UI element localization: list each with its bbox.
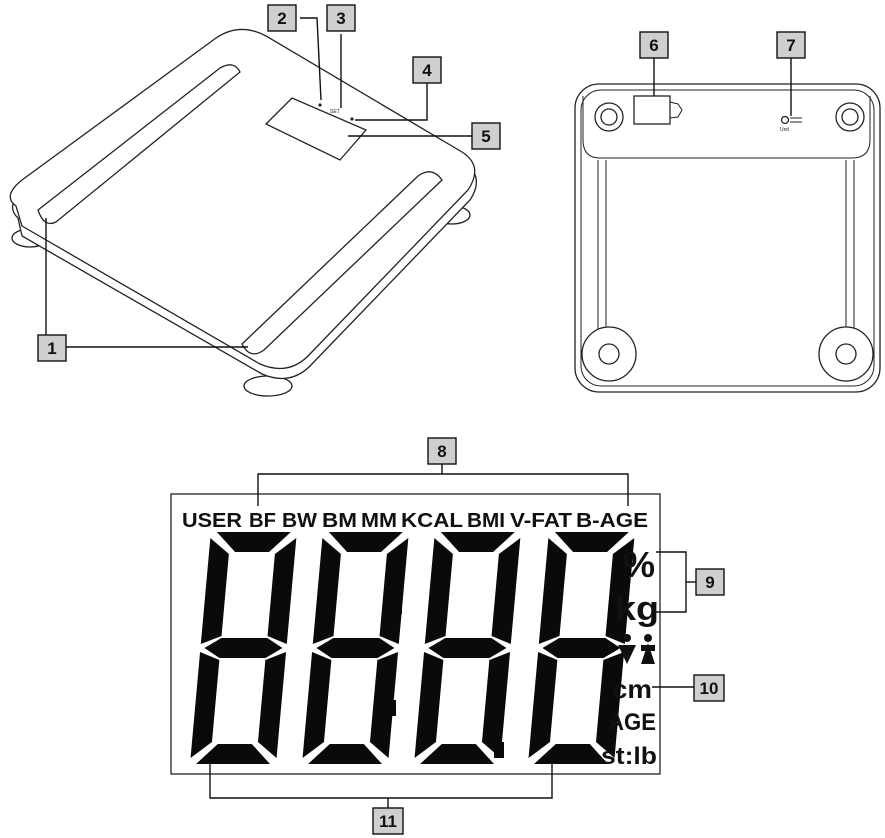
leader-line-4 bbox=[355, 82, 428, 121]
svg-text:4: 4 bbox=[422, 61, 432, 80]
callout-9: 9 bbox=[695, 568, 725, 596]
callout-6: 6 bbox=[639, 31, 669, 59]
unit-label: Unit bbox=[780, 127, 790, 133]
svg-text:2: 2 bbox=[277, 9, 286, 28]
segment-b bbox=[267, 538, 297, 644]
leader-line-2 bbox=[300, 17, 322, 101]
segment-a bbox=[328, 532, 403, 552]
unit-percent: % bbox=[623, 544, 655, 585]
segment-c bbox=[595, 652, 625, 758]
electrode-left-top bbox=[37, 64, 241, 225]
unit-switch-icon bbox=[780, 115, 790, 125]
svg-text:11: 11 bbox=[379, 812, 397, 831]
segment-e bbox=[414, 652, 444, 758]
button-dot bbox=[350, 117, 354, 121]
segment-a bbox=[554, 532, 629, 552]
callout-5: 5 bbox=[471, 122, 501, 150]
callout-7: 7 bbox=[776, 31, 806, 59]
lcd-mode-labels: USER BF BW BM MM KCAL BMI V-FAT B-AGE bbox=[182, 510, 648, 532]
svg-text:1: 1 bbox=[47, 339, 56, 358]
segment-c bbox=[257, 652, 287, 758]
svg-text:8: 8 bbox=[437, 442, 446, 461]
scale-base-inner bbox=[580, 89, 875, 387]
colon-dot-upper bbox=[392, 598, 402, 614]
segment-f bbox=[312, 538, 341, 644]
svg-text:7: 7 bbox=[786, 36, 795, 55]
bracket-11 bbox=[209, 764, 553, 799]
segment-e bbox=[302, 652, 332, 758]
segment-a bbox=[216, 532, 291, 552]
segment-a bbox=[440, 532, 515, 552]
segment-d bbox=[420, 744, 494, 764]
mode-kcal: KCAL bbox=[401, 510, 463, 532]
callout-11: 11 bbox=[372, 807, 404, 835]
decimal-point bbox=[494, 742, 504, 758]
svg-text:6: 6 bbox=[649, 36, 658, 55]
set-label: SET bbox=[330, 109, 340, 115]
mode-bmi: BMI bbox=[467, 510, 505, 532]
colon-dot-lower bbox=[386, 700, 396, 716]
callout-10: 10 bbox=[693, 674, 725, 702]
svg-text:9: 9 bbox=[705, 573, 714, 592]
mode-bage: B-AGE bbox=[576, 510, 648, 532]
segment-f bbox=[424, 538, 453, 644]
segment-d bbox=[308, 744, 382, 764]
unit-kg: kg bbox=[615, 590, 659, 628]
display-window bbox=[264, 97, 368, 161]
callout-8: 8 bbox=[427, 437, 457, 465]
segment-g bbox=[542, 638, 621, 658]
mode-bf: BF bbox=[249, 510, 276, 532]
segment-d bbox=[534, 744, 608, 764]
battery-band bbox=[582, 96, 871, 159]
male-female-icon bbox=[618, 634, 655, 664]
segment-b bbox=[491, 538, 521, 644]
button-dot bbox=[318, 103, 322, 107]
segment-b bbox=[605, 538, 635, 644]
electrode-right-bottom bbox=[241, 171, 443, 355]
svg-text:5: 5 bbox=[481, 127, 490, 146]
svg-text:10: 10 bbox=[700, 679, 719, 698]
segment-c bbox=[369, 652, 399, 758]
mode-mm: MM bbox=[361, 510, 397, 532]
callout-2: 2 bbox=[267, 4, 297, 32]
segment-g bbox=[316, 638, 395, 658]
unit-cm: cm bbox=[612, 674, 652, 704]
segment-e bbox=[190, 652, 220, 758]
segment-d bbox=[196, 744, 270, 764]
mode-user: USER bbox=[182, 510, 243, 532]
mode-vfat: V-FAT bbox=[510, 510, 572, 532]
scale-bottom-view: Unit bbox=[574, 83, 881, 393]
unit-age: AGE bbox=[608, 709, 656, 736]
battery-compartment bbox=[633, 95, 671, 125]
callout-3: 3 bbox=[326, 4, 356, 32]
mode-bw: BW bbox=[282, 510, 317, 532]
bracket-8 bbox=[257, 473, 629, 506]
segment-c bbox=[481, 652, 511, 758]
segment-g bbox=[428, 638, 507, 658]
scale-base-outer bbox=[574, 83, 881, 393]
segment-e bbox=[528, 652, 558, 758]
segment-b bbox=[379, 538, 409, 644]
mode-bm: BM bbox=[322, 510, 357, 532]
unit-stlb: st:lb bbox=[601, 743, 657, 770]
scale-top-view: SET bbox=[9, 28, 478, 397]
segment-g bbox=[204, 638, 283, 658]
callout-1: 1 bbox=[37, 334, 67, 362]
lcd-digits bbox=[190, 532, 635, 764]
svg-text:3: 3 bbox=[336, 9, 345, 28]
scale-platform bbox=[9, 28, 476, 370]
segment-f bbox=[538, 538, 567, 644]
segment-f bbox=[200, 538, 229, 644]
callout-4: 4 bbox=[412, 56, 442, 84]
